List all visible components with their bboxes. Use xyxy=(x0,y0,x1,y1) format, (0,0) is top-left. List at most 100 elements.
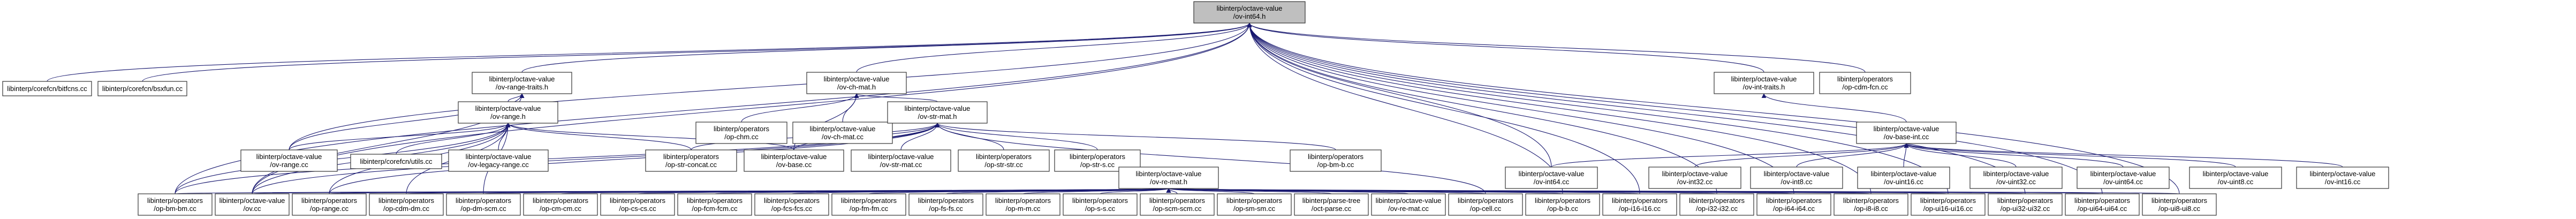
edge-ov_uint64_cc-includes-ov_base_int xyxy=(1904,143,2124,168)
node-label: libinterp/operators xyxy=(1149,197,1206,205)
node-box xyxy=(1833,193,1908,216)
node-label: libinterp/octave-value xyxy=(219,197,285,205)
node-ov-int8-cc[interactable]: libinterp/octave-value/ov-int8.cc xyxy=(1750,167,1843,189)
node-op-str-s[interactable]: libinterp/operators/op-str-s.cc xyxy=(1054,149,1141,172)
node-box xyxy=(887,101,988,124)
node-ov-uint64-cc[interactable]: libinterp/octave-value/ov-uint64.cc xyxy=(2077,167,2170,189)
node-label: /op-cdm-fcn.cc xyxy=(1842,83,1888,91)
node-bitfcns[interactable]: libinterp/corefcn/bitfcns.cc xyxy=(2,81,92,96)
node-label: /op-ui8-ui8.cc xyxy=(2158,205,2201,213)
node-ov-ch-mat-cc[interactable]: libinterp/octave-value/ov-ch-mat.cc xyxy=(792,122,893,144)
node-label: libinterp/operators xyxy=(1535,197,1591,205)
node-ov-legacy-range[interactable]: libinterp/octave-value/ov-legacy-range.c… xyxy=(448,149,549,172)
node-op-str-concat[interactable]: libinterp/operators/op-str-concat.cc xyxy=(645,149,737,172)
node-label: libinterp/octave-value xyxy=(1983,170,2049,178)
node-box xyxy=(1290,149,1382,172)
node-ov-int16-cc[interactable]: libinterp/octave-value/ov-int16.cc xyxy=(2296,167,2389,189)
node-op-sm-sm[interactable]: libinterp/operators/op-sm-sm.cc xyxy=(1217,193,1292,216)
node-label: /ov-ch-mat.h xyxy=(837,83,876,91)
node-op-ui64-ui64[interactable]: libinterp/operators/op-ui64-ui64.cc xyxy=(2065,193,2140,216)
node-box xyxy=(744,149,844,172)
node-op-i16-i16[interactable]: libinterp/operators/op-i16-i16.cc xyxy=(1602,193,1677,216)
edge-op_bm_bm-includes-ov_range_h xyxy=(175,123,511,194)
node-box xyxy=(2,81,92,96)
node-op-dm-scm[interactable]: libinterp/operators/op-dm-scm.cc xyxy=(446,193,521,216)
node-ov-base[interactable]: libinterp/octave-value/ov-base.cc xyxy=(744,149,844,172)
node-range-traits[interactable]: libinterp/octave-value/ov-range-traits.h xyxy=(472,72,572,94)
node-op-bm-b[interactable]: libinterp/operators/op-bm-b.cc xyxy=(1290,149,1382,172)
node-ov-range-h[interactable]: libinterp/octave-value/ov-range.h xyxy=(458,101,558,124)
node-op-m-m[interactable]: libinterp/operators/op-m-m.cc xyxy=(986,193,1060,216)
node-op-b-b[interactable]: libinterp/operators/op-b-b.cc xyxy=(1525,193,1600,216)
node-ov-str-mat-cc[interactable]: libinterp/octave-value/ov-str-mat.cc xyxy=(851,149,951,172)
node-ov-uint16-cc[interactable]: libinterp/octave-value/ov-uint16.cc xyxy=(1857,167,1950,189)
node-ov-re-mat-cc[interactable]: libinterp/octave-value/ov-re-mat.cc xyxy=(1371,193,1446,216)
node-box xyxy=(677,193,752,216)
node-op-cell[interactable]: libinterp/operators/op-cell.cc xyxy=(1448,193,1523,216)
node-label: /op-fs-fs.cc xyxy=(929,205,963,213)
node-op-scm-scm[interactable]: libinterp/operators/op-scm-scm.cc xyxy=(1140,193,1215,216)
node-label: /op-range.cc xyxy=(310,205,349,213)
node-label: /ov-uint64.cc xyxy=(2103,178,2143,186)
node-ov-int64-cc[interactable]: libinterp/octave-value/ov-int64.cc xyxy=(1505,167,1598,189)
edge-op_str_str-includes-ov_str_mat xyxy=(935,123,1004,150)
node-box xyxy=(1819,72,1911,94)
node-op-cdm-dm[interactable]: libinterp/operators/op-cdm-dm.cc xyxy=(369,193,444,216)
node-bsxfun[interactable]: libinterp/corefcn/bsxfun.cc xyxy=(97,81,187,96)
node-op-ui8-ui8[interactable]: libinterp/operators/op-ui8-ui8.cc xyxy=(2142,193,2217,216)
node-label: libinterp/corefcn/bsxfun.cc xyxy=(102,85,183,93)
node-op-s-s[interactable]: libinterp/operators/op-s-s.cc xyxy=(1063,193,1138,216)
node-ov-uint8-cc[interactable]: libinterp/octave-value/ov-uint8.cc xyxy=(2189,167,2282,189)
node-oct-parse[interactable]: libinterp/parse-tree/oct-parse.cc xyxy=(1294,193,1369,216)
node-box xyxy=(1505,167,1598,189)
node-op-ui32-ui32[interactable]: libinterp/operators/op-ui32-ui32.cc xyxy=(1988,193,2063,216)
node-label: libinterp/operators xyxy=(714,125,770,133)
node-label: libinterp/parse-tree xyxy=(1302,197,1360,205)
node-ov-range-cc[interactable]: libinterp/octave-value/ov-range.cc xyxy=(240,149,338,172)
node-op-fm-fm[interactable]: libinterp/operators/op-fm-fm.cc xyxy=(831,193,906,216)
node-label: libinterp/operators xyxy=(533,197,589,205)
node-root[interactable]: libinterp/octave-value/ov-int64.h xyxy=(1193,1,1306,24)
node-label: /ov-uint32.cc xyxy=(1996,178,2036,186)
node-ov-re-mat[interactable]: libinterp/octave-value/ov-re-mat.h xyxy=(1118,167,1219,189)
node-ov-ch-mat[interactable]: libinterp/octave-value/ov-ch-mat.h xyxy=(806,72,907,94)
node-op-chm[interactable]: libinterp/operators/op-chm.cc xyxy=(695,122,787,144)
node-label: libinterp/octave-value xyxy=(475,104,541,112)
node-box xyxy=(350,154,442,169)
node-op-str-str[interactable]: libinterp/operators/op-str-str.cc xyxy=(958,149,1050,172)
node-label: libinterp/operators xyxy=(918,197,974,205)
node-op-cs-cs[interactable]: libinterp/operators/op-cs-cs.cc xyxy=(600,193,675,216)
edge-ov_base-includes-ov_range_h xyxy=(505,123,794,150)
node-ov-int32-cc[interactable]: libinterp/octave-value/ov-int32.cc xyxy=(1648,167,1741,189)
node-op-fcm-fcm[interactable]: libinterp/operators/op-fcm-fcm.cc xyxy=(677,193,752,216)
node-ov-cc[interactable]: libinterp/octave-value/ov.cc xyxy=(215,193,290,216)
edge-ov_int64_cc-includes-root xyxy=(1247,22,1552,168)
node-op-cdm-fcn[interactable]: libinterp/operators/op-cdm-fcn.cc xyxy=(1819,72,1911,94)
node-label: libinterp/octave-value xyxy=(1519,170,1585,178)
node-op-i64-i64[interactable]: libinterp/operators/op-i64-i64.cc xyxy=(1756,193,1831,216)
node-label: /ov.cc xyxy=(244,205,261,213)
node-op-bm-bm[interactable]: libinterp/operators/op-bm-bm.cc xyxy=(138,193,213,216)
node-ov-uint32-cc[interactable]: libinterp/octave-value/ov-uint32.cc xyxy=(1969,167,2063,189)
node-op-cm-cm[interactable]: libinterp/operators/op-cm-cm.cc xyxy=(523,193,598,216)
node-op-ui16-ui16[interactable]: libinterp/operators/op-ui16-ui16.cc xyxy=(1911,193,1986,216)
node-label: libinterp/operators xyxy=(1070,153,1126,161)
node-label: /ov-int64.cc xyxy=(1534,178,1570,186)
node-label: libinterp/operators xyxy=(2074,197,2131,205)
node-label: /op-i32-i32.cc xyxy=(1696,205,1738,213)
node-op-i8-i8[interactable]: libinterp/operators/op-i8-i8.cc xyxy=(1833,193,1908,216)
node-label: libinterp/octave-value xyxy=(489,75,555,83)
node-box xyxy=(1063,193,1138,216)
node-label: /ov-uint16.cc xyxy=(1884,178,1923,186)
node-op-fs-fs[interactable]: libinterp/operators/op-fs-fs.cc xyxy=(908,193,983,216)
node-op-i32-i32[interactable]: libinterp/operators/op-i32-i32.cc xyxy=(1679,193,1754,216)
node-op-range[interactable]: libinterp/operators/op-range.cc xyxy=(292,193,367,216)
node-box xyxy=(1857,167,1950,189)
node-ov-str-mat[interactable]: libinterp/octave-value/ov-str-mat.h xyxy=(887,101,988,124)
graph-nodes: libinterp/octave-value/ov-int64.h libinte… xyxy=(2,1,2389,216)
node-op-fcs-fcs[interactable]: libinterp/operators/op-fcs-fcs.cc xyxy=(754,193,829,216)
node-ov-base-int[interactable]: libinterp/octave-value/ov-base-int.cc xyxy=(1856,122,1957,144)
node-ov-int-traits[interactable]: libinterp/octave-value/ov-int-traits.h xyxy=(1714,72,1814,94)
node-utils-cc[interactable]: libinterp/corefcn/utils.cc xyxy=(350,154,442,169)
node-label: libinterp/operators xyxy=(1997,197,2054,205)
